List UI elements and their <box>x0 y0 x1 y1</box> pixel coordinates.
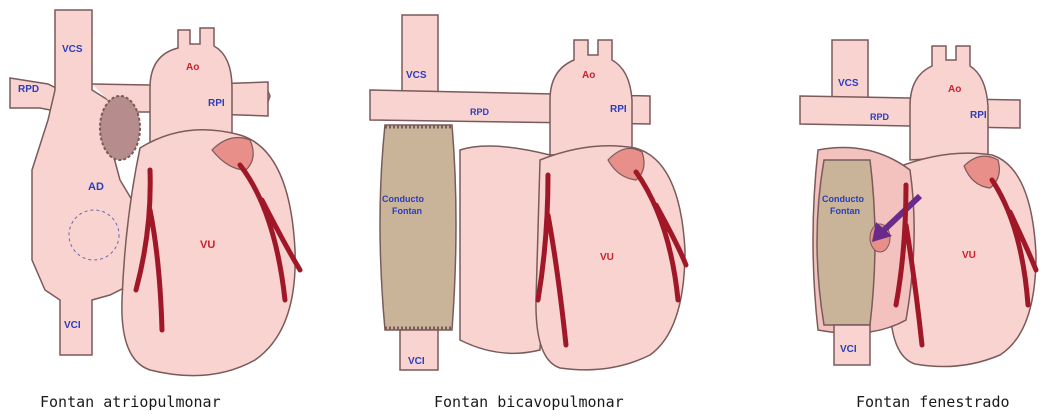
panel-fenestrated: VCS RPD Ao RPI Conducto Fontan VU VCI Fo… <box>710 0 1047 419</box>
fontan-conduit <box>380 125 456 330</box>
panel-atriopulmonary: VCS RPD Ao RPI AD VU VCI Fontan atriopul… <box>0 0 340 419</box>
label-rpd: RPD <box>870 112 890 122</box>
panel-bicavopulmonary: VCS RPD Ao RPI Conducto Fontan VU VCI Fo… <box>360 0 700 419</box>
label-vci: VCI <box>64 320 81 331</box>
label-ao: Ao <box>948 84 961 95</box>
aorta <box>910 46 988 160</box>
label-conduit-line2: Fontan <box>392 206 422 216</box>
superior-vena-cava <box>402 15 438 95</box>
single-ventricle <box>122 130 295 376</box>
caption-bicavopulmonary: Fontan bicavopulmonar <box>434 393 624 411</box>
label-conduit-line2: Fontan <box>830 206 860 216</box>
label-rpd: RPD <box>470 107 490 117</box>
label-rpd: RPD <box>18 84 39 95</box>
fenestrated-diagram: VCS RPD Ao RPI Conducto Fontan VU VCI <box>710 0 1047 390</box>
label-ao: Ao <box>582 70 595 81</box>
superior-vena-cava <box>832 40 868 102</box>
label-rpi: RPI <box>208 98 225 109</box>
label-vcs: VCS <box>406 70 427 81</box>
label-rpi: RPI <box>970 110 987 121</box>
label-rpi: RPI <box>610 104 627 115</box>
label-vci: VCI <box>840 344 857 355</box>
label-vu: VU <box>600 252 614 263</box>
label-vci: VCI <box>408 356 425 367</box>
aorta <box>550 40 632 155</box>
atriopulmonary-diagram: VCS RPD Ao RPI AD VU VCI <box>0 0 340 390</box>
aorta <box>150 28 232 145</box>
caption-fenestrated: Fontan fenestrado <box>856 393 1010 411</box>
label-conduit-line1: Conducto <box>382 194 424 204</box>
label-vcs: VCS <box>62 44 83 55</box>
label-vu: VU <box>962 250 976 261</box>
atriopulmonary-anastomosis <box>100 96 140 160</box>
label-ad: AD <box>88 181 104 193</box>
label-vcs: VCS <box>838 78 859 89</box>
fontan-conduit <box>817 160 875 325</box>
label-conduit-line1: Conducto <box>822 194 864 204</box>
bicavopulmonary-diagram: VCS RPD Ao RPI Conducto Fontan VU VCI <box>360 0 700 390</box>
label-ao: Ao <box>186 62 199 73</box>
label-vu: VU <box>200 239 215 251</box>
caption-atriopulmonary: Fontan atriopulmonar <box>40 393 221 411</box>
